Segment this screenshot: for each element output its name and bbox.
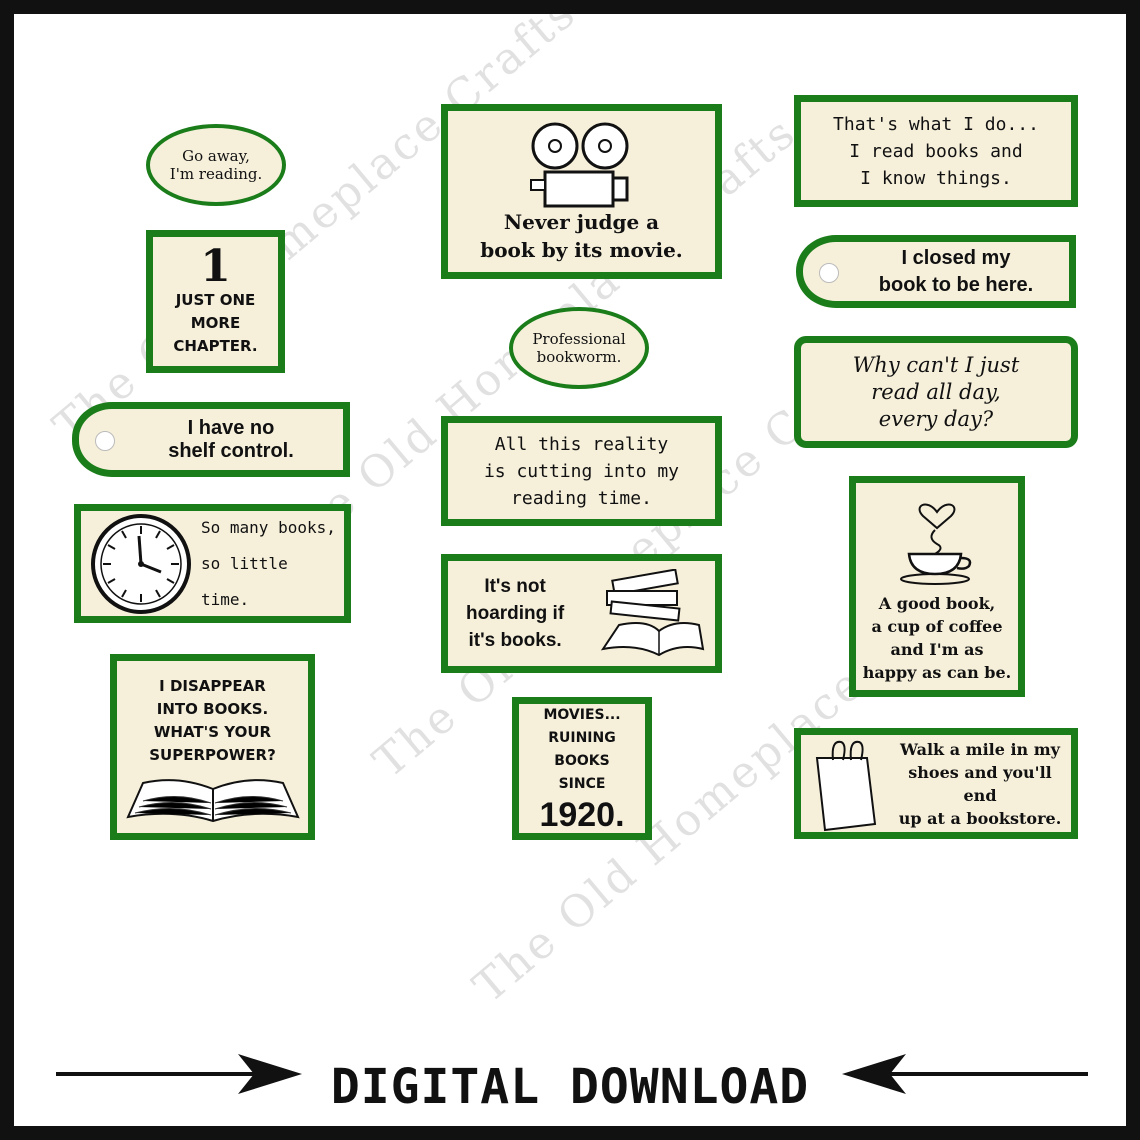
label-why-cant-text: Why can't I just read all day, every day…	[852, 352, 1020, 431]
coffee-cup-icon	[900, 502, 972, 585]
label-professional-text: Professional bookworm.	[532, 330, 626, 366]
label-go-away: Go away, I'm reading.	[146, 124, 286, 206]
label-reality-text: All this reality is cutting into my read…	[483, 433, 680, 509]
clock-icon	[91, 513, 191, 614]
label-thats-what: That's what I do... I read books and I k…	[794, 95, 1078, 207]
footer: DIGITAL DOWNLOAD	[14, 1039, 1126, 1119]
label-thats-what-text: That's what I do... I read books and I k…	[833, 113, 1039, 189]
label-reality: All this reality is cutting into my read…	[441, 416, 722, 526]
label-hoarding: It's not hoarding if it's books.	[441, 554, 722, 673]
label-just-one-text: Just one more chapter.	[173, 291, 258, 355]
left-arrow-icon	[842, 1054, 1088, 1094]
label-walk-mile: Walk a mile in my shoes and you'll end u…	[794, 728, 1078, 839]
label-so-many-books: So many books, so little time.	[74, 504, 351, 623]
film-projector-icon	[529, 122, 628, 207]
label-walk-mile-text: Walk a mile in my shoes and you'll end u…	[898, 739, 1062, 828]
shopping-bag-icon	[815, 740, 877, 831]
canvas: The Old Homeplace Crafts The Old Homepla…	[14, 14, 1126, 1126]
label-never-judge-text: Never judge a book by its movie.	[480, 209, 683, 262]
label-disappear: I disappear into books. What's your supe…	[110, 654, 315, 840]
label-shelf-control-text: I have no shelf control.	[168, 416, 294, 462]
label-hoarding-text: It's not hoarding if it's books.	[466, 576, 565, 651]
label-just-one-chapter: 1 Just one more chapter.	[146, 230, 285, 373]
label-number: 1	[200, 241, 231, 292]
label-closed-book: I closed my book to be here.	[796, 235, 1076, 308]
label-movies-year: 1920.	[539, 795, 625, 834]
label-good-book-text: A good book, a cup of coffee and I'm as …	[862, 593, 1012, 682]
label-professional: Professional bookworm.	[509, 307, 649, 389]
label-movies: Movies... ruining books since 1920.	[512, 697, 652, 840]
label-movies-text: Movies... ruining books since	[543, 706, 621, 792]
label-so-many-text: So many books, so little time.	[201, 517, 336, 609]
label-why-cant: Why can't I just read all day, every day…	[794, 336, 1078, 448]
label-never-judge: Never judge a book by its movie.	[441, 104, 722, 279]
stacked-books-icon	[600, 568, 705, 656]
label-disappear-text: I disappear into books. What's your supe…	[149, 677, 276, 764]
footer-title: DIGITAL DOWNLOAD	[330, 1059, 810, 1115]
label-good-book: A good book, a cup of coffee and I'm as …	[849, 476, 1025, 697]
label-go-away-text: Go away, I'm reading.	[169, 147, 263, 183]
label-shelf-control: I have no shelf control.	[72, 402, 350, 477]
right-arrow-icon	[56, 1054, 302, 1094]
open-book-icon	[125, 779, 300, 823]
label-closed-book-text: I closed my book to be here.	[878, 246, 1034, 296]
